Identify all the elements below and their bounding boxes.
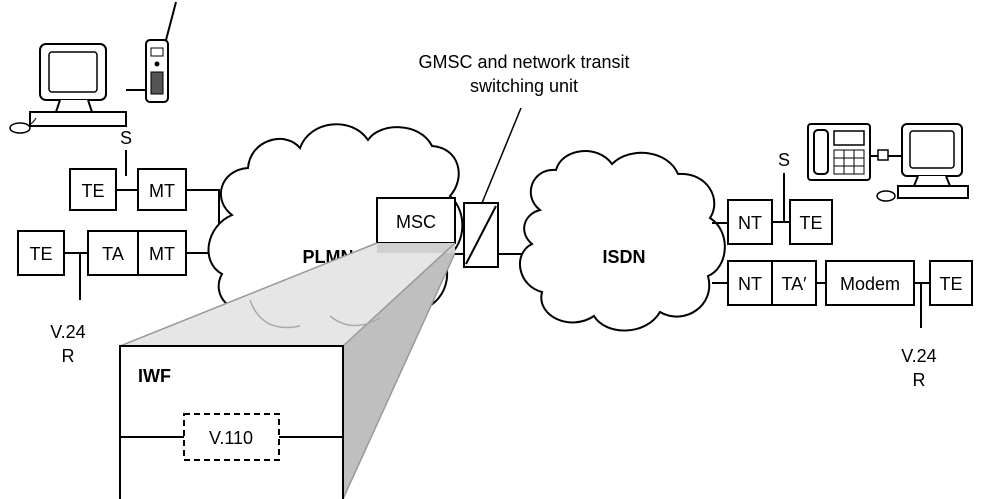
svg-text:TE: TE	[799, 213, 822, 233]
svg-text:V.24: V.24	[50, 322, 85, 342]
svg-text:GMSC and network transit: GMSC and network transit	[418, 52, 629, 72]
left-row1-mt-box: MT	[137, 168, 187, 211]
svg-text:NT: NT	[738, 213, 762, 233]
svg-text:V.110: V.110	[209, 428, 253, 448]
left-row2-te-box: TE	[17, 230, 65, 276]
svg-text:Modem: Modem	[840, 274, 900, 294]
svg-text:S: S	[778, 150, 790, 170]
svg-text:TA′: TA′	[781, 274, 807, 294]
right-row2-modem-box: Modem	[825, 260, 915, 306]
svg-text:switching unit: switching unit	[470, 76, 578, 96]
right-computer-icon	[870, 123, 969, 202]
right-v24-r-label: V.24 R	[901, 346, 936, 390]
svg-text:NT: NT	[738, 274, 762, 294]
left-s-label: S	[120, 128, 132, 176]
zoom-wedge	[119, 242, 456, 499]
left-row2-ta-box: TA	[87, 230, 139, 276]
svg-text:R: R	[913, 370, 926, 390]
mobile-phone-icon	[126, 1, 177, 103]
svg-text:TE: TE	[29, 244, 52, 264]
right-row2-te-box: TE	[929, 260, 973, 306]
isdn-cloud	[519, 150, 726, 332]
svg-text:S: S	[120, 128, 132, 148]
gmsc-label: GMSC and network transit switching unit	[418, 52, 629, 96]
right-row1-nt-box: NT	[727, 199, 773, 245]
gmsc-switch-box	[463, 202, 499, 268]
left-row1-te-box: TE	[69, 168, 117, 211]
svg-text:MT: MT	[149, 244, 175, 264]
right-row1-te-box: TE	[789, 199, 833, 245]
v110-box: V.110	[183, 413, 280, 461]
left-row2-mt-box: MT	[137, 230, 187, 276]
left-v24-r-label: V.24 R	[50, 322, 85, 366]
right-row2-nt-box: NT	[727, 260, 773, 306]
svg-text:R: R	[62, 346, 75, 366]
right-row2-ta-prime-box: TA′	[771, 260, 817, 306]
svg-text:MT: MT	[149, 181, 175, 201]
right-s-label: S	[778, 150, 790, 222]
svg-text:IWF: IWF	[138, 366, 171, 386]
svg-text:TE: TE	[939, 274, 962, 294]
svg-text:MSC: MSC	[396, 212, 436, 232]
isdn-telephone-icon	[807, 123, 871, 181]
left-computer-icon	[9, 43, 127, 134]
gmsc-pointer-line	[481, 107, 522, 204]
isdn-label: ISDN	[602, 247, 645, 267]
svg-text:TA: TA	[102, 244, 124, 264]
msc-box: MSC	[376, 197, 456, 244]
svg-text:TE: TE	[81, 181, 104, 201]
svg-text:V.24: V.24	[901, 346, 936, 366]
